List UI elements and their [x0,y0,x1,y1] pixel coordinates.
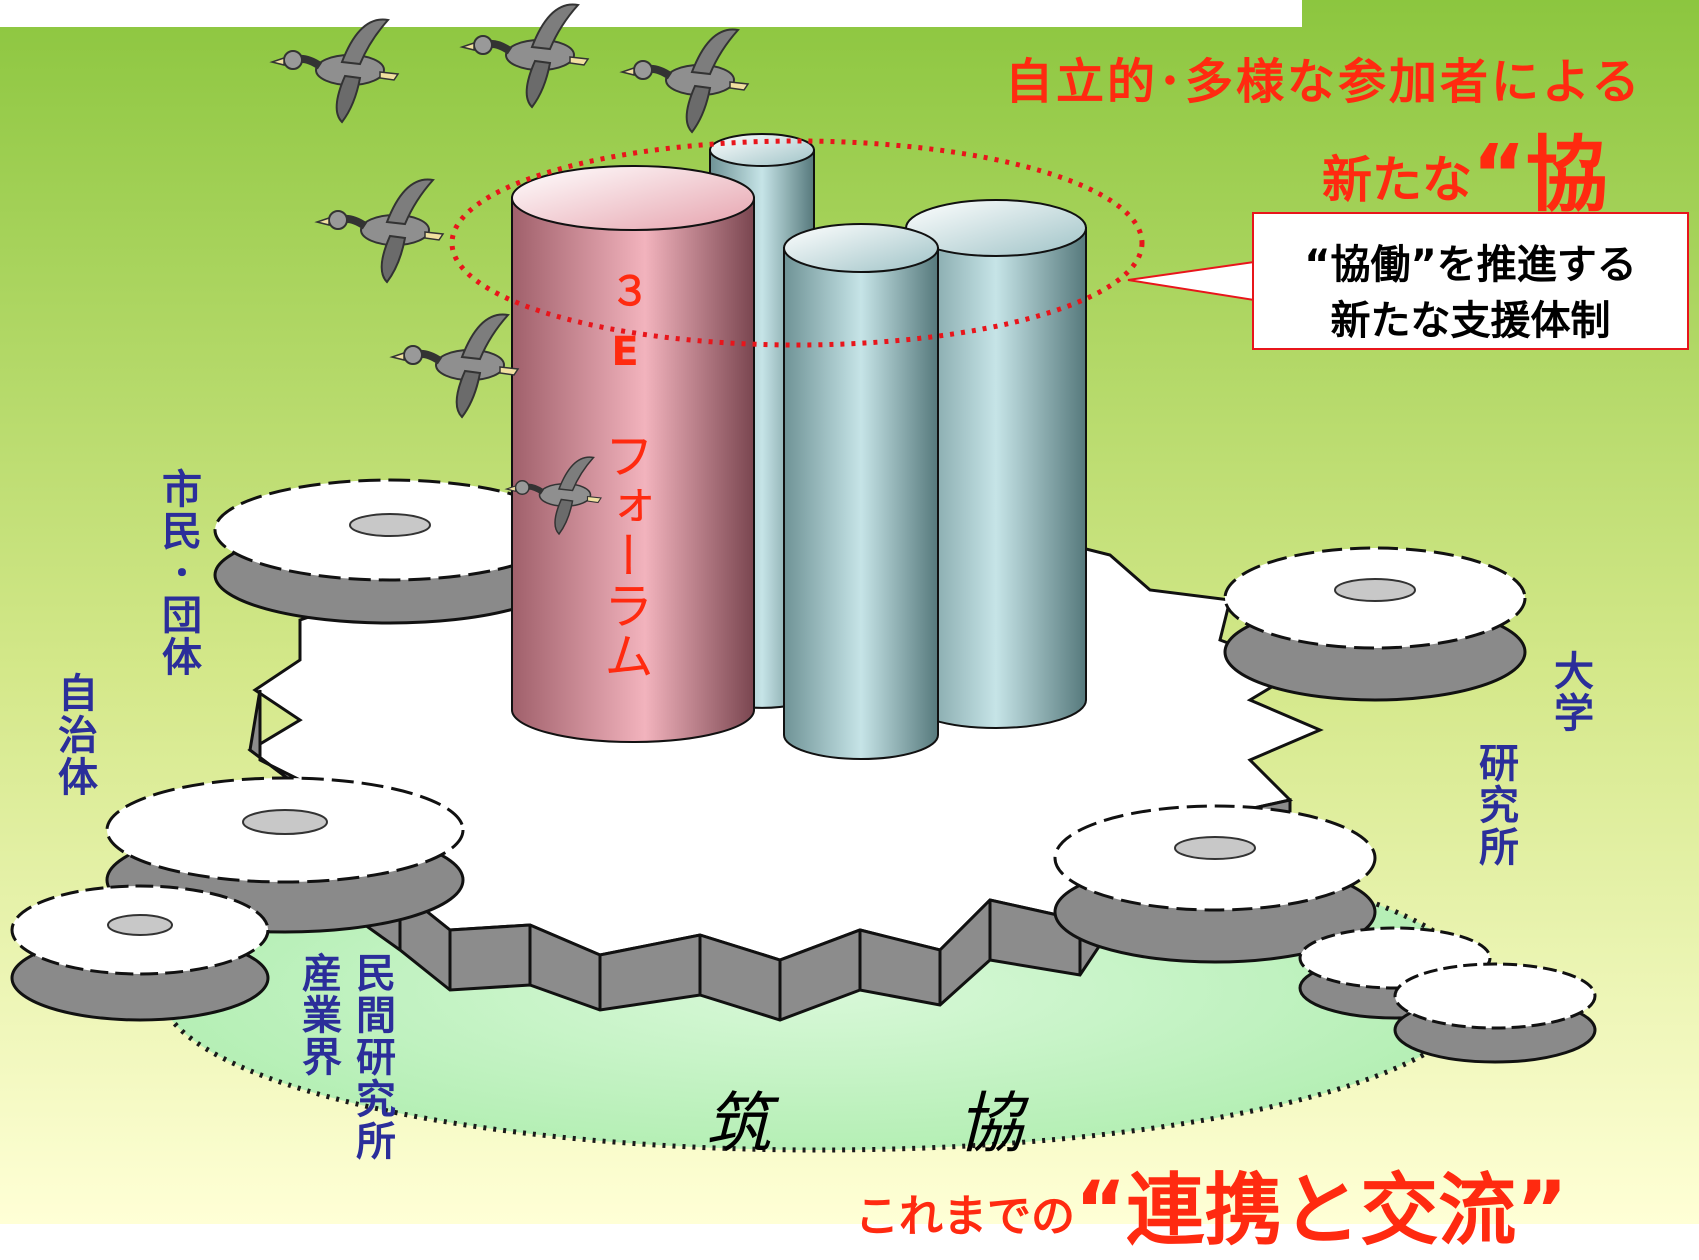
cylinder-front-teal [783,223,939,760]
forum-3e-label: ３ E [610,269,650,375]
label-citizens: 市民･団体 [155,468,201,678]
label-municipality: 自治体 [51,672,97,798]
gear-university [1223,546,1527,702]
label-institutes: 研究所 [1472,742,1518,868]
support-callout-box: “協働”を推進する 新たな支援体制 [1252,212,1689,350]
bottom-prefix: これまでの [855,1191,1075,1242]
cylinder-right-teal [905,199,1087,729]
cylinder-3e-forum [511,165,755,743]
top-white-strip [0,0,1302,27]
gear-institutes [1053,804,1377,964]
collaboration-highlight-ellipse [449,138,1145,348]
forum-word-label: フォーラム [596,430,654,680]
bottom-quoted: “連携と交流” [1075,1166,1568,1256]
center-label: 筑 協 [705,1085,1083,1162]
headline-line1: 自立的･多様な参加者による [1005,54,1643,110]
callout-line1: “協働”を推進する [1304,242,1637,288]
diagram-canvas [0,0,1699,1224]
label-industry: 産業界 [295,952,341,1078]
gear-small-right-2 [1393,962,1597,1064]
callout-line2: 新たな支援体制 [1330,298,1611,344]
label-university: 大学 [1547,650,1593,734]
headline-prefix: 新たな [1322,151,1472,209]
gear-industry [10,884,270,1022]
bottom-caption: これまでの“連携と交流” [855,1148,1568,1260]
label-private-labs: 民間研究所 [349,952,395,1162]
gear-citizens [213,478,567,625]
